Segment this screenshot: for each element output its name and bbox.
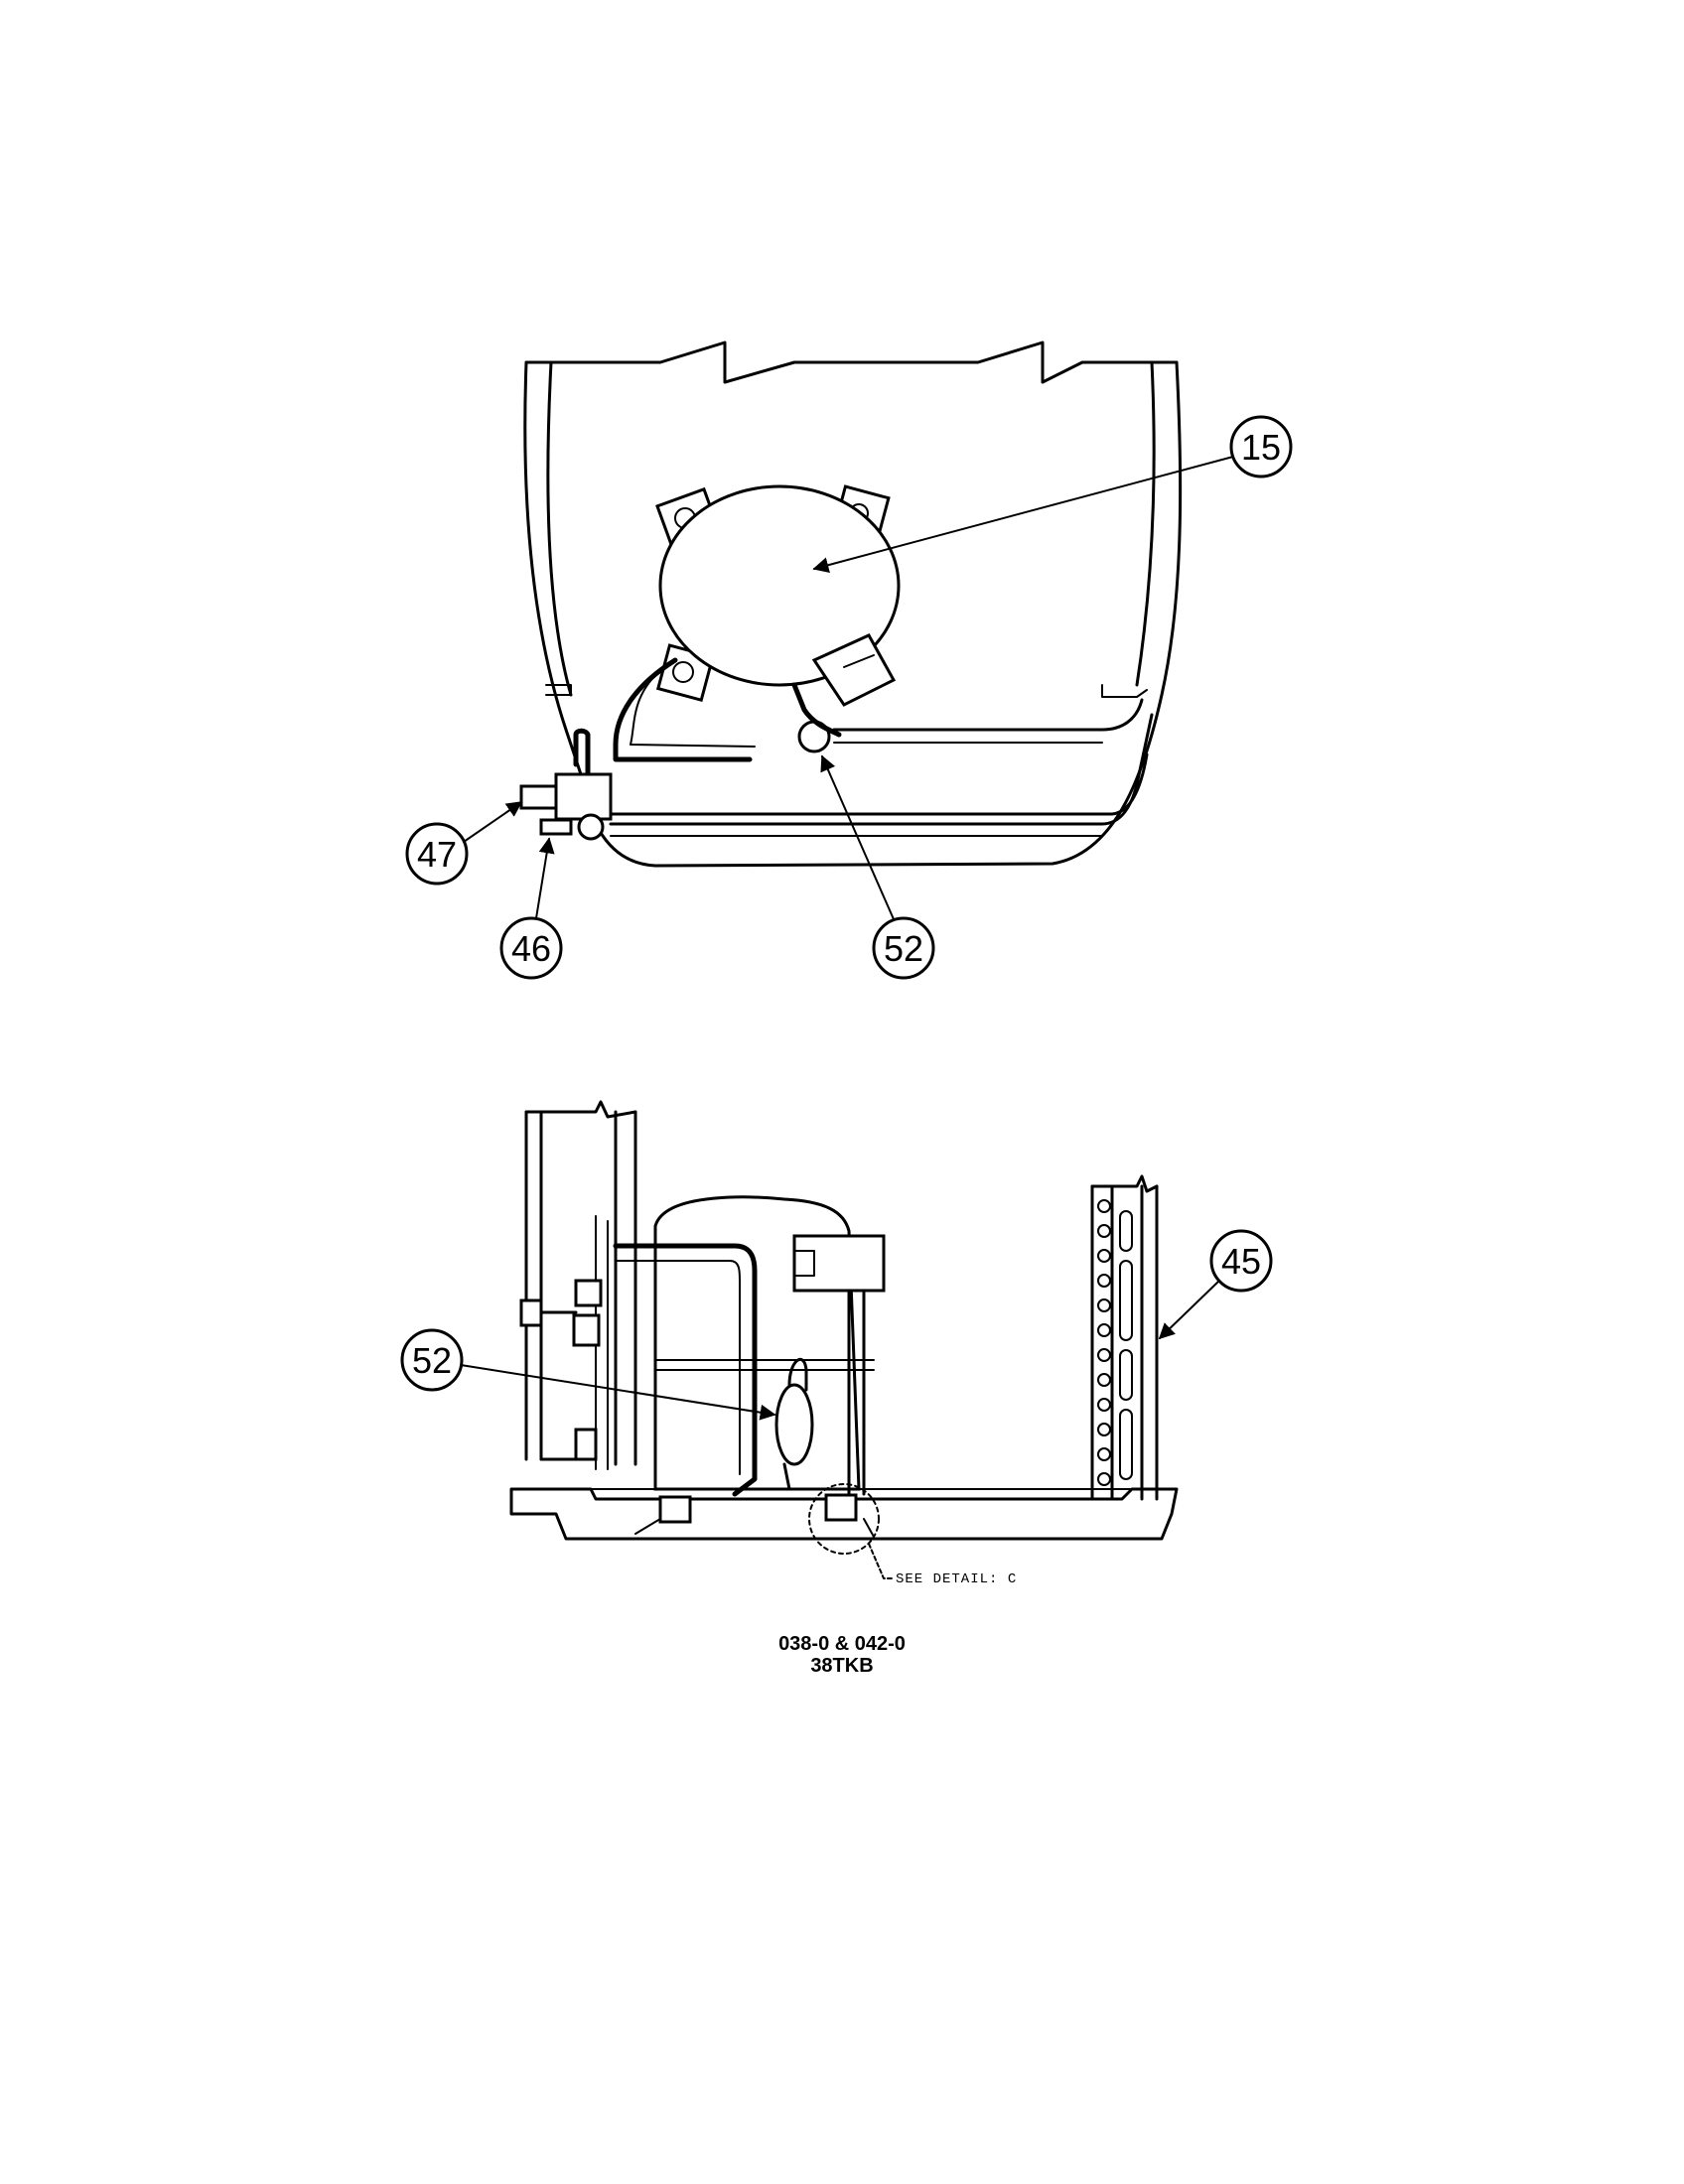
discharge-loop — [797, 720, 831, 753]
bottom-suction-pipe — [613, 1243, 758, 1497]
mounting-grommets — [634, 1493, 875, 1538]
top-left-rail-inner — [546, 360, 573, 697]
bottom-terminal-box — [792, 1234, 886, 1293]
callout-52-top: 52 — [872, 916, 935, 980]
discharge-line — [832, 698, 1144, 732]
callout-47: 47 — [405, 822, 469, 886]
callout-15: 15 — [1229, 415, 1293, 478]
svg-text:52: 52 — [412, 1340, 452, 1381]
top-left-bracket — [545, 684, 572, 696]
leader-45 — [1158, 1280, 1220, 1340]
leader-46 — [535, 837, 555, 919]
callout-46: 46 — [499, 916, 563, 980]
top-left-rail — [523, 360, 657, 868]
leader-52-bottom — [460, 1364, 776, 1421]
coil-fins — [1097, 1199, 1133, 1486]
callout-45: 45 — [1209, 1229, 1273, 1293]
bottom-view: SEE DETAIL: C 45 52 — [400, 1100, 1273, 1587]
service-valve-assembly — [519, 713, 1154, 841]
bottom-base-pan — [509, 1487, 1179, 1541]
top-right-rail — [653, 360, 1183, 868]
caption-line-1: 038-0 & 042-0 — [778, 1633, 906, 1655]
callout-52-bottom: 52 — [400, 1328, 464, 1392]
compressor-terminal-box — [811, 633, 897, 707]
leader-47 — [463, 801, 523, 843]
svg-text:52: 52 — [884, 928, 923, 969]
top-break-line — [524, 341, 1179, 384]
svg-text:47: 47 — [417, 834, 457, 875]
svg-text:45: 45 — [1221, 1241, 1261, 1282]
compressor-dome — [658, 484, 901, 687]
discharge-muffler — [774, 1383, 814, 1466]
caption-model-numbers: 038-0 & 042-0 38TKB — [0, 1633, 1684, 1677]
leader-52-top — [820, 754, 895, 920]
bottom-service-valves — [519, 1279, 603, 1461]
bottom-left-panel — [524, 1110, 637, 1466]
svg-text:15: 15 — [1241, 427, 1281, 468]
caption-line-2: 38TKB — [810, 1655, 874, 1677]
top-right-bracket — [1101, 684, 1148, 698]
detail-note: SEE DETAIL: C — [896, 1571, 1017, 1587]
detail-c-circle — [808, 1483, 880, 1555]
leader-15 — [812, 456, 1234, 574]
top-right-rail-inner — [1135, 360, 1156, 687]
top-view: 15 47 46 52 — [405, 341, 1293, 980]
top-base-line — [579, 752, 1149, 816]
bottom-right-coil — [1090, 1184, 1159, 1501]
svg-text:46: 46 — [511, 928, 551, 969]
discharge-tube — [791, 682, 842, 738]
